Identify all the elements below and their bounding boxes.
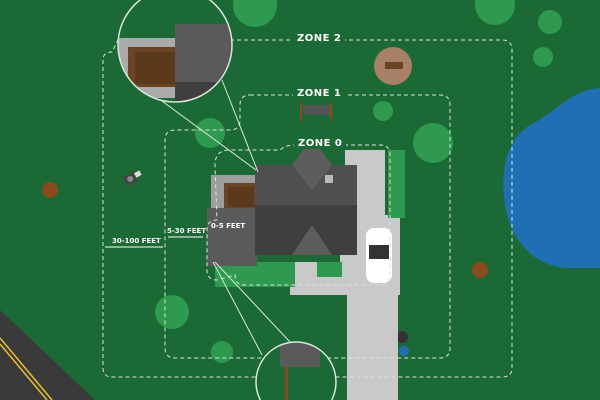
magnifier-callout-deck	[117, 0, 259, 173]
distance-arrows	[105, 236, 203, 248]
trash-bins	[396, 331, 409, 356]
zone-boundaries	[102, 39, 513, 378]
car	[366, 228, 392, 283]
pond	[503, 88, 600, 268]
road	[0, 310, 95, 400]
zone-0-distance: 0-5 FEET	[211, 222, 246, 230]
zone-1-label: ZONE 1	[293, 88, 346, 99]
stump	[472, 262, 488, 278]
zone-1-distance: 5-30 FEET	[167, 227, 207, 235]
lawn-mower-icon	[122, 170, 142, 187]
house	[207, 138, 357, 266]
trees	[155, 0, 562, 363]
garden-strip	[215, 262, 295, 287]
zone-2-label: ZONE 2	[293, 33, 346, 44]
zone-0-label: ZONE 0	[294, 138, 347, 149]
fire-pit	[374, 47, 412, 85]
garden-strip	[317, 262, 342, 277]
garden-strip	[388, 150, 405, 218]
zone-2-distance: 30-100 FEET	[112, 237, 161, 245]
stump	[42, 182, 58, 198]
bench	[300, 103, 332, 121]
magnifier-callout-garden	[212, 261, 337, 400]
